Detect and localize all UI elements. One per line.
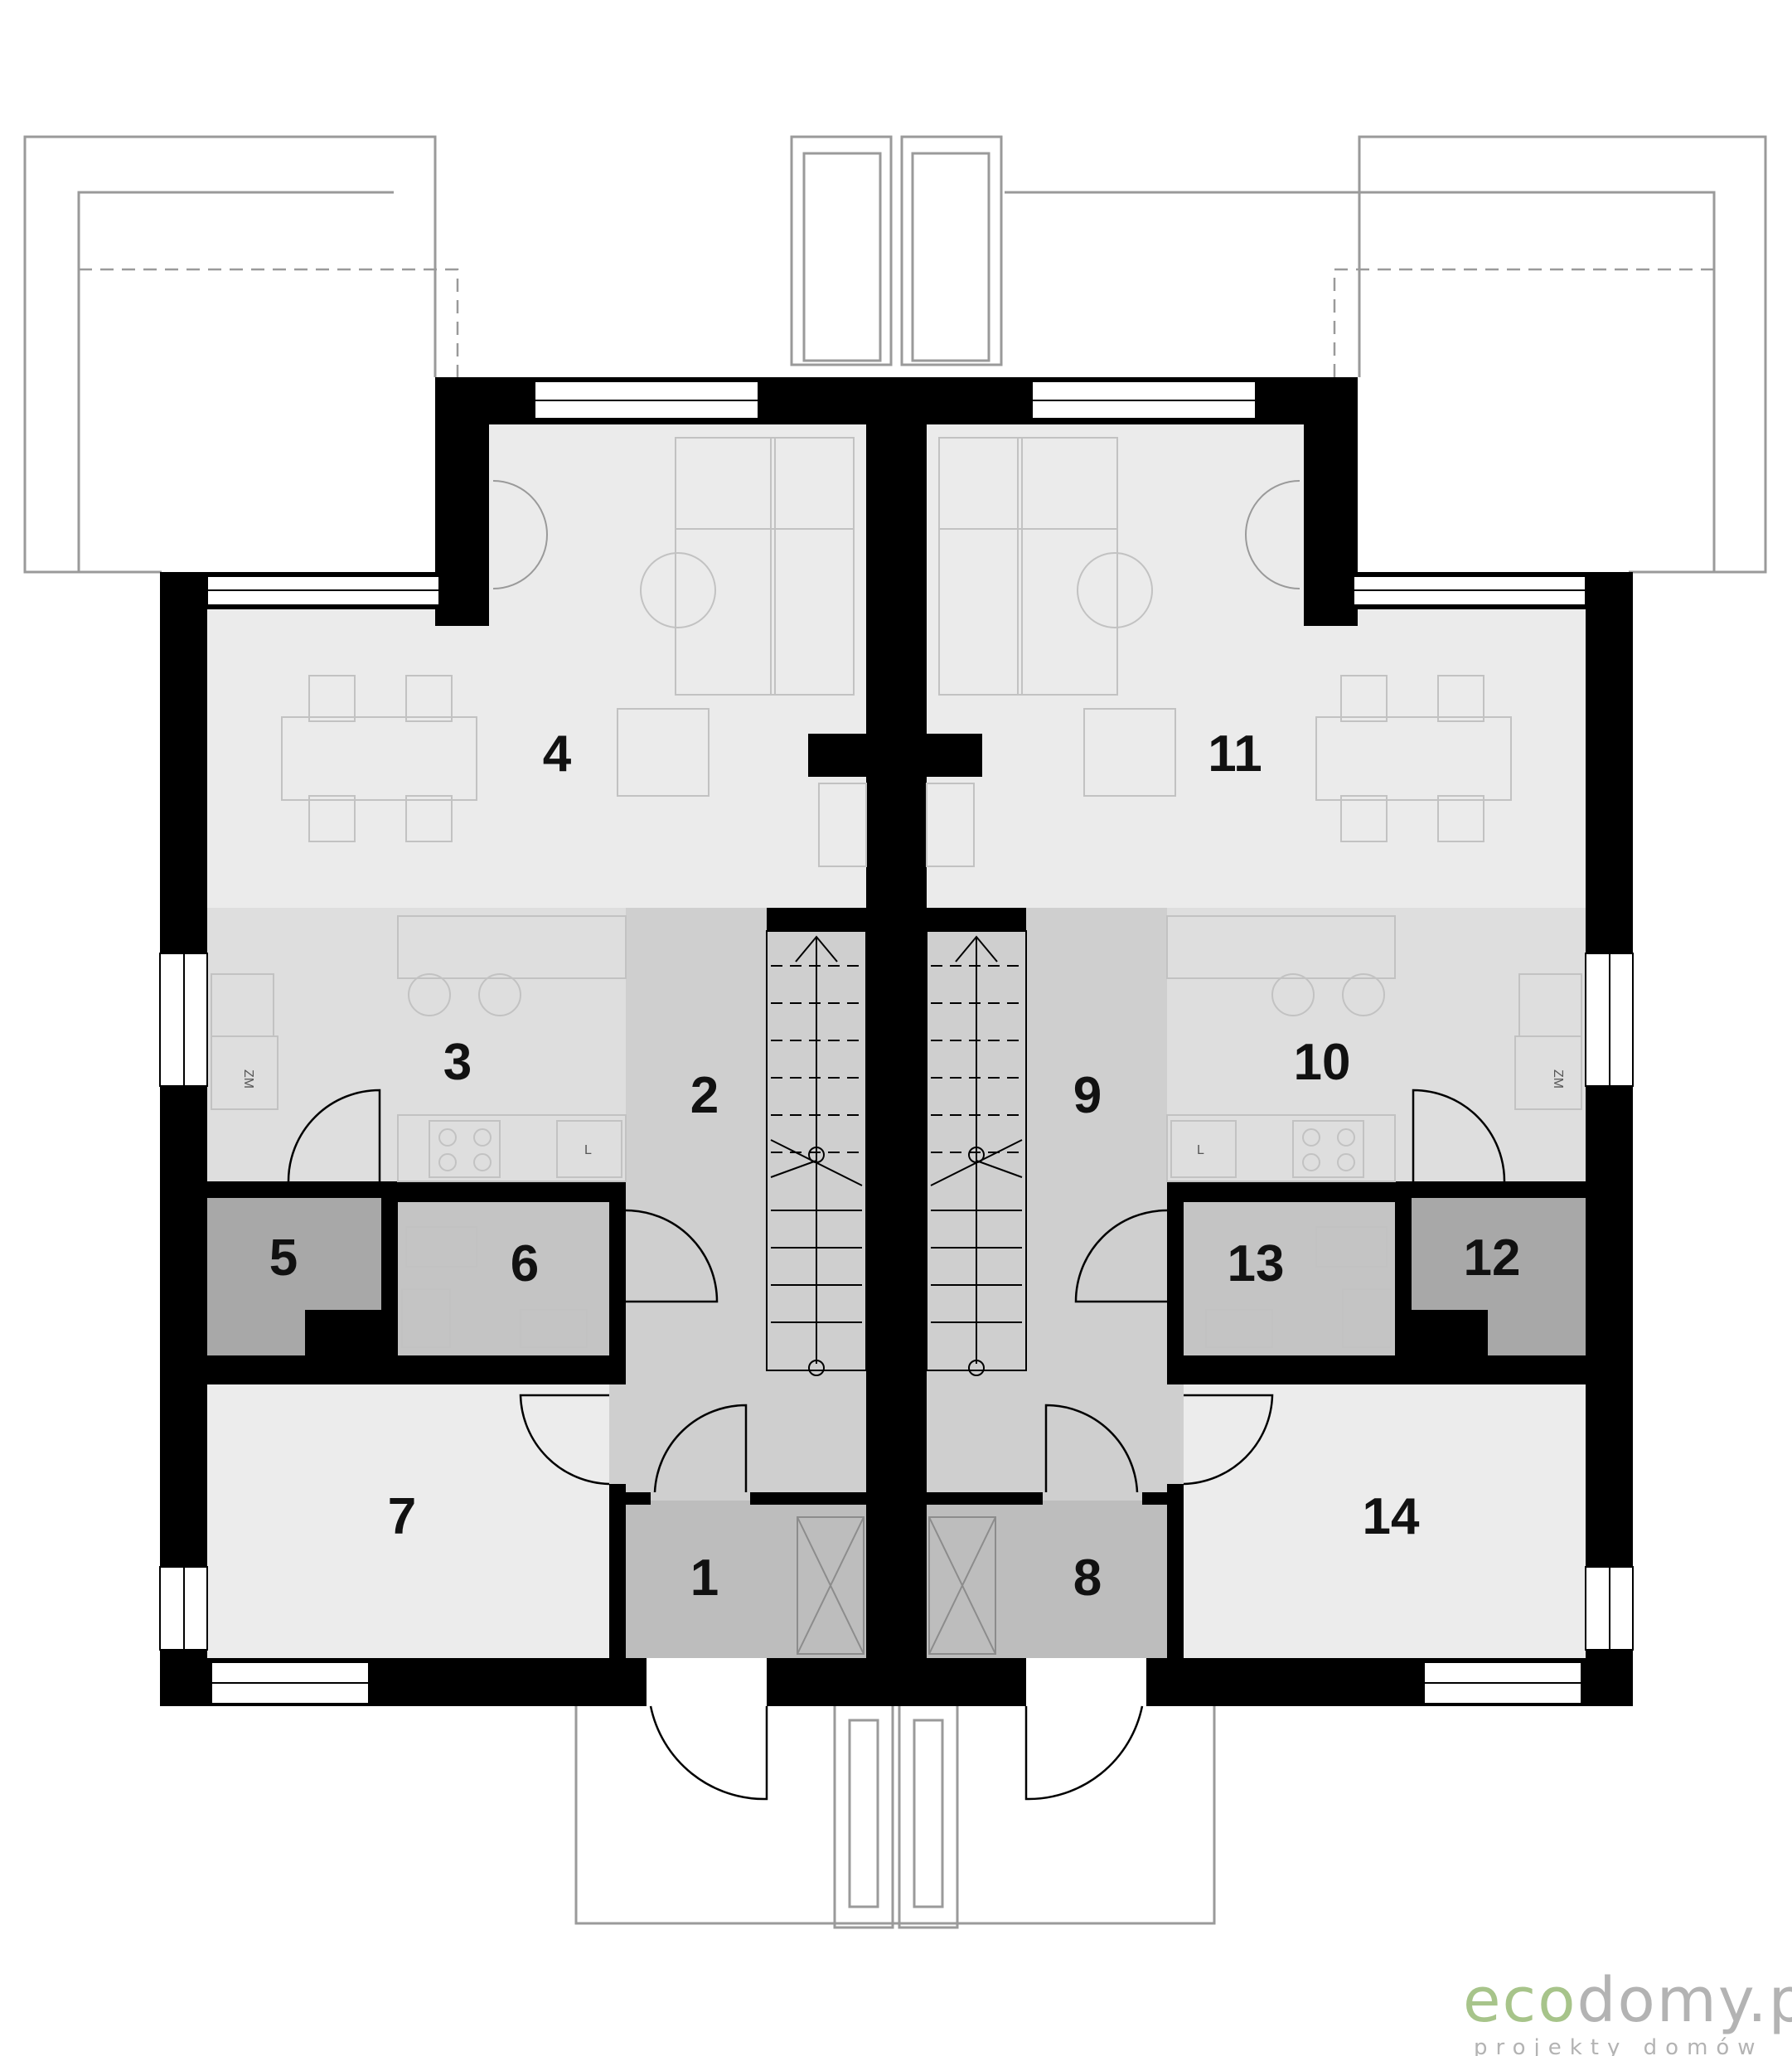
coffee-table-left: [640, 552, 716, 628]
room-label-8: 8: [1073, 1549, 1102, 1607]
room-label-6: 6: [511, 1235, 539, 1292]
door-5: [287, 1089, 381, 1182]
room-label-3: 3: [443, 1034, 472, 1091]
room-label-2: 2: [690, 1067, 719, 1124]
wardrobes: [797, 1516, 996, 1655]
armchair-left: [617, 708, 710, 797]
room-4-floor-lower: [207, 609, 866, 908]
door-12: [1412, 1089, 1506, 1182]
dining-table-right: [1315, 716, 1512, 801]
door-1: [653, 1404, 748, 1493]
entrance-door-left: [649, 1705, 768, 1801]
door-6: [625, 1209, 719, 1303]
fireplace-right: [926, 783, 975, 867]
room-labels: 1 2 3 4 5 6 7 8 9 10 11 12 13 14: [269, 725, 1521, 1607]
room-label-4: 4: [543, 725, 572, 783]
counter-left: [397, 1114, 627, 1182]
windows: [159, 381, 1634, 1704]
coffee-table-right: [1077, 552, 1153, 628]
counter-right: [1166, 1114, 1396, 1182]
room-11-floor-lower: [927, 609, 1586, 908]
room-6-floor: [398, 1202, 613, 1355]
room-14-floor: [1184, 1384, 1586, 1658]
door-13: [1074, 1209, 1168, 1303]
room-label-1: 1: [690, 1549, 719, 1607]
room-label-5: 5: [269, 1229, 298, 1287]
armchair-right: [1083, 708, 1176, 797]
entrance-door-right: [1024, 1705, 1144, 1801]
room-label-7: 7: [388, 1488, 416, 1545]
svg-text:ecodomy.pl: ecodomy.pl: [1463, 1965, 1792, 2036]
room-label-14: 14: [1363, 1488, 1420, 1545]
room-label-9: 9: [1073, 1067, 1102, 1124]
doors: [287, 480, 1506, 1801]
fridge-label-right: ZM: [1551, 1069, 1565, 1089]
room-1-floor: [626, 1501, 866, 1658]
fireplace-left: [818, 783, 867, 867]
furniture: [211, 437, 1582, 1348]
door-14: [1183, 1394, 1274, 1486]
room-label-12: 12: [1464, 1229, 1521, 1287]
room-label-11: 11: [1208, 725, 1262, 783]
room-label-13: 13: [1228, 1235, 1285, 1292]
room-8-floor: [927, 1501, 1167, 1658]
room-label-10: 10: [1294, 1034, 1351, 1091]
dining-table-left: [281, 716, 477, 801]
room-9-floor-low: [927, 1181, 1184, 1501]
watermark-logo: ecodomy.pl projekty domów: [1463, 1965, 1792, 2056]
room-fills: [207, 424, 1586, 1658]
stairs-left: [766, 930, 867, 1376]
fridge-label-left: ZM: [241, 1069, 255, 1089]
terrace-door-right: [1245, 480, 1300, 589]
entrance-openings: [647, 1658, 1146, 1706]
dashed-outlines: [79, 268, 1714, 377]
watermark-domy: domy.pl: [1577, 1965, 1792, 2036]
walls: [160, 377, 1633, 1706]
room-13-floor: [1179, 1202, 1395, 1355]
room-10-floor: [1166, 908, 1586, 1181]
door-7: [519, 1394, 610, 1486]
room-3-floor: [207, 908, 626, 1181]
sink-label-right: L: [1197, 1143, 1204, 1157]
terrace-door-left: [492, 480, 548, 589]
room-2-floor-low: [609, 1181, 866, 1501]
room-7-floor: [207, 1384, 609, 1658]
sink-label-left: L: [584, 1143, 592, 1157]
door-8: [1044, 1404, 1139, 1493]
watermark-tagline: projekty domów: [1474, 2035, 1764, 2056]
watermark-eco: eco: [1463, 1965, 1577, 2036]
stairs-right: [926, 930, 1027, 1376]
